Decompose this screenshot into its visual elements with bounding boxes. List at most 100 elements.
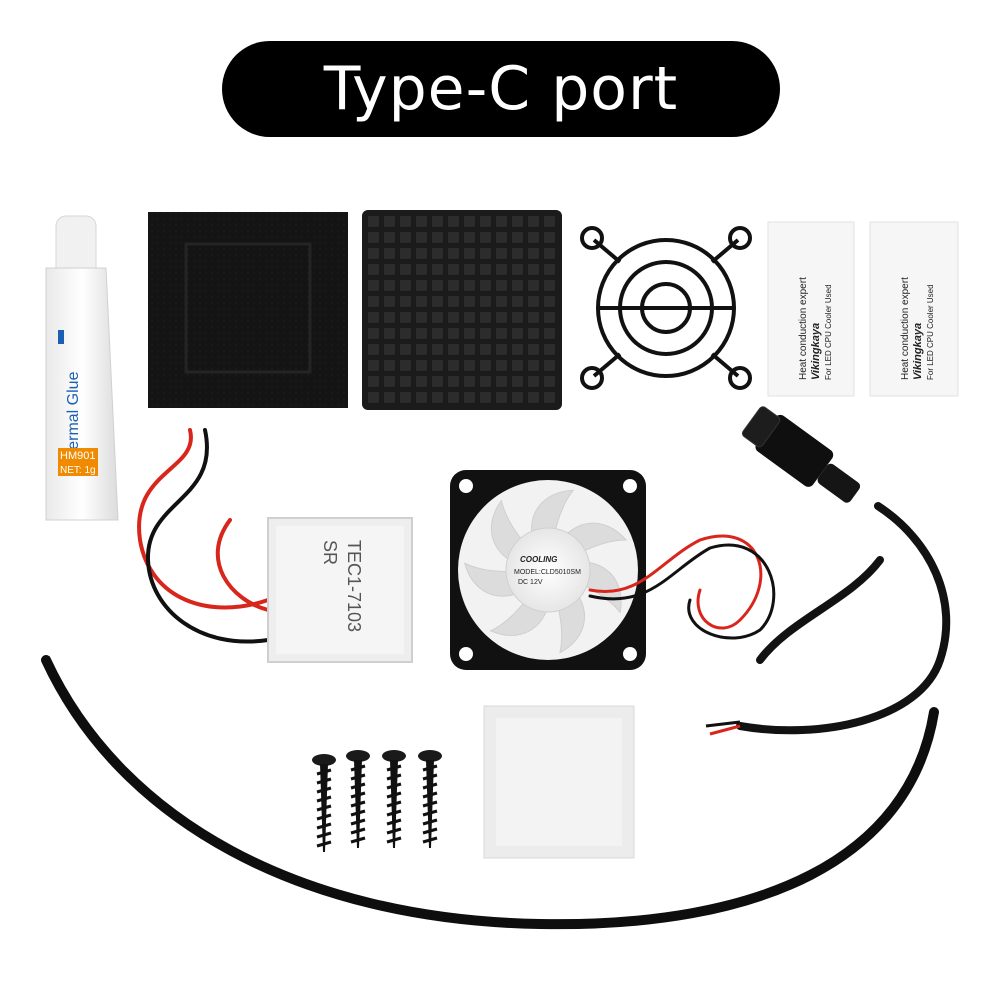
heatsink-fin xyxy=(544,344,555,355)
heatsink-fin xyxy=(544,232,555,243)
heatsink-fin xyxy=(432,232,443,243)
screws xyxy=(312,750,442,852)
heatsink-fin xyxy=(448,232,459,243)
heatsink-fin xyxy=(528,216,539,227)
fan-wires xyxy=(588,534,776,640)
heatsink-fin xyxy=(384,328,395,339)
heatsink-fin xyxy=(480,344,491,355)
heatsink-fin xyxy=(496,392,507,403)
heatsink-fin xyxy=(480,216,491,227)
heatsink-fin xyxy=(448,376,459,387)
heatsink-fin xyxy=(512,312,523,323)
heatsink-fin xyxy=(368,360,379,371)
heatsink-fin xyxy=(448,296,459,307)
heatsink-fin xyxy=(400,392,411,403)
heatsink-fin xyxy=(432,216,443,227)
grease-packet-text: Heat conduction expert xyxy=(900,277,911,380)
heatsink-fin xyxy=(480,392,491,403)
heatsink-fin xyxy=(480,360,491,371)
heatsink-fin xyxy=(368,328,379,339)
heatsink-fin xyxy=(432,376,443,387)
grease-packet-1: Heat conduction expert Vikingkaya For LE… xyxy=(767,221,855,397)
heatsink-fin xyxy=(528,360,539,371)
heatsink-fin xyxy=(432,296,443,307)
fan-grill xyxy=(580,226,752,390)
heatsink-fin xyxy=(480,376,491,387)
heatsink-fin xyxy=(544,328,555,339)
heatsink-fin xyxy=(512,232,523,243)
heatsink-fin xyxy=(544,360,555,371)
grease-packet-brand: Vikingkaya xyxy=(912,323,924,380)
heatsink-fin xyxy=(368,216,379,227)
type-c-cable xyxy=(705,406,951,736)
heatsink-fin xyxy=(528,296,539,307)
heatsink-fin xyxy=(496,312,507,323)
heatsink-fin xyxy=(400,360,411,371)
heatsink-fin xyxy=(512,328,523,339)
heatsink-fin xyxy=(448,344,459,355)
heatsink-fin xyxy=(448,312,459,323)
heatsink-fin xyxy=(432,264,443,275)
heatsink-fin xyxy=(464,360,475,371)
heatsink-fin xyxy=(368,296,379,307)
heatsink-fin xyxy=(368,376,379,387)
heatsink-fin xyxy=(544,280,555,291)
heatsink-fin xyxy=(416,280,427,291)
peltier-wires xyxy=(137,428,270,644)
heatsink-fin xyxy=(480,312,491,323)
shrink-tube xyxy=(41,655,939,930)
heatsink-fin xyxy=(496,328,507,339)
heatsink-fin xyxy=(480,328,491,339)
heatsink-fin xyxy=(400,232,411,243)
heatsink-fin xyxy=(528,264,539,275)
heatsink-fin xyxy=(368,344,379,355)
heatsink-fin xyxy=(400,296,411,307)
heatsink-fin xyxy=(464,296,475,307)
heatsink-fin xyxy=(416,328,427,339)
heatsink-fin xyxy=(544,264,555,275)
heatsink-fin xyxy=(448,392,459,403)
heatsink-fin xyxy=(416,296,427,307)
heatsink-fin xyxy=(480,248,491,259)
heatsink-fin xyxy=(384,312,395,323)
fan-model: MODEL:CLD5010SM xyxy=(514,569,581,576)
thermal-glue-model: HM901 xyxy=(60,450,95,462)
heatsink-fin xyxy=(528,344,539,355)
heatsink-fin xyxy=(384,264,395,275)
heatsink-fin xyxy=(384,232,395,243)
thermal-glue-tube: Thermal Glue HM901 NET: 1g xyxy=(45,215,119,521)
heatsink-fin xyxy=(368,280,379,291)
screw xyxy=(418,750,442,848)
foam-pad xyxy=(148,212,348,408)
heatsink-fin xyxy=(496,216,507,227)
heatsink-fin xyxy=(448,280,459,291)
heatsink-fin xyxy=(512,392,523,403)
heatsink-fin xyxy=(400,344,411,355)
heatsink-fin xyxy=(400,376,411,387)
title-banner: Type-C port xyxy=(222,41,780,137)
heatsink-fin xyxy=(432,344,443,355)
heatsink-fin xyxy=(496,232,507,243)
heatsink-fin xyxy=(384,248,395,259)
heatsink-fin xyxy=(512,264,523,275)
grease-packet-2: Heat conduction expert Vikingkaya For LE… xyxy=(869,221,959,397)
heatsink-fin xyxy=(512,296,523,307)
heatsink-fin xyxy=(544,392,555,403)
fan-voltage: DC 12V xyxy=(518,579,543,586)
heatsink-fin xyxy=(416,360,427,371)
heatsink-fin xyxy=(480,280,491,291)
heatsink-fin xyxy=(368,264,379,275)
peltier-label: TEC1-7103 xyxy=(344,540,364,632)
heatsink-fin xyxy=(400,280,411,291)
grease-packet-sub: For LED CPU Cooler Used xyxy=(824,284,833,380)
heatsink-fin xyxy=(512,216,523,227)
heatsink-fin xyxy=(432,280,443,291)
heatsink-fin xyxy=(432,312,443,323)
heatsink-fin xyxy=(528,392,539,403)
heatsink-fin xyxy=(544,216,555,227)
fan-brand: COOLING xyxy=(520,555,557,564)
banner-title: Type-C port xyxy=(323,54,679,124)
heatsink-fin xyxy=(528,280,539,291)
heatsink-fin xyxy=(544,296,555,307)
